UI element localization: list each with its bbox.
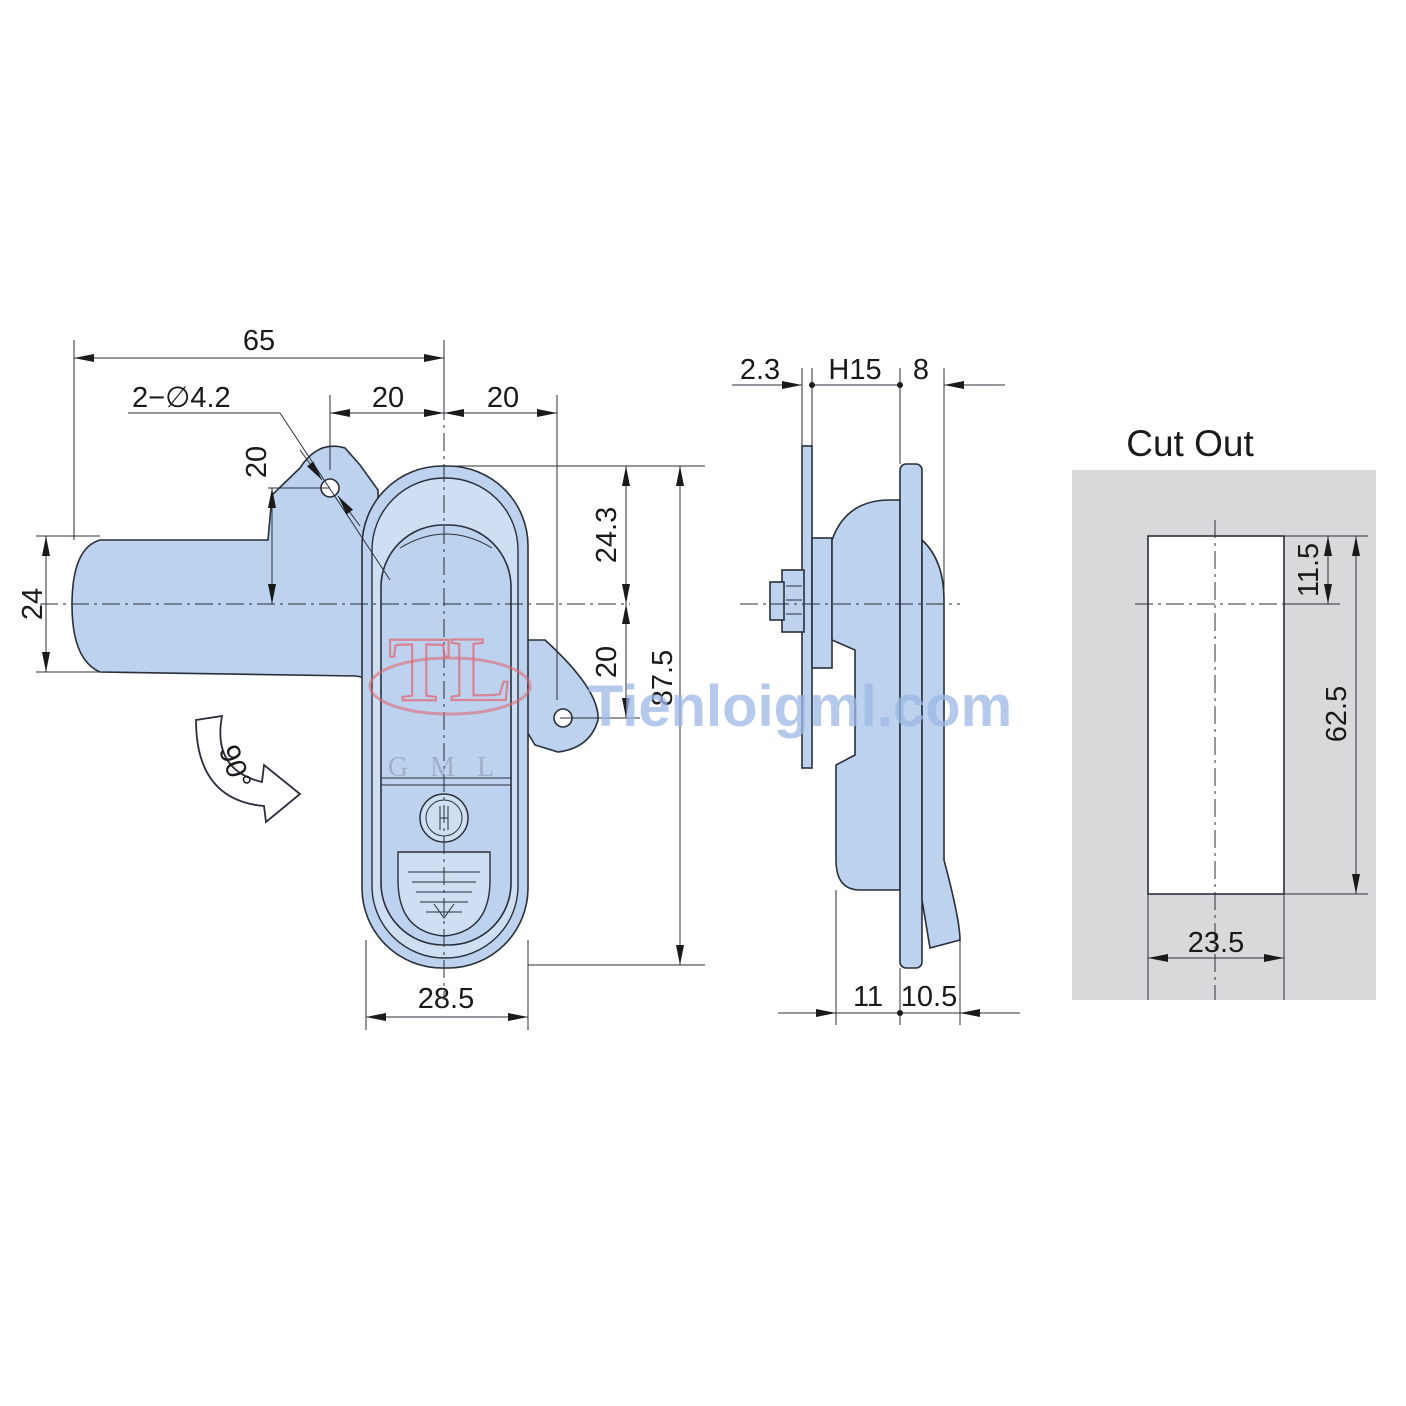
cut-out-title: Cut Out (1126, 423, 1254, 464)
svg-text:TL: TL (389, 618, 512, 720)
dim-overall-width: 65 (243, 325, 275, 357)
dim-cut-offset: 11.5 (1293, 543, 1325, 597)
handle-lever (71, 445, 379, 681)
dim-panel: H15 (828, 354, 881, 386)
dim-left-offset: 20 (372, 382, 404, 414)
dim-total-height: 87.5 (647, 650, 679, 706)
cut-out-hole (1147, 535, 1285, 895)
side-view: 2.3 H15 8 11 10.5 (732, 354, 1020, 1025)
dim-hole-vertical: 20 (241, 446, 273, 478)
dim-right-offset: 20 (487, 382, 519, 414)
dim-cut-width: 23.5 (1188, 927, 1244, 959)
dim-holes: 2−∅4.2 (132, 382, 231, 414)
side-handle (921, 538, 961, 949)
dim-flange: 8 (913, 354, 929, 386)
svg-text:Tienloigml.com: Tienloigml.com (588, 674, 1012, 739)
dim-cut-height: 62.5 (1321, 686, 1353, 742)
watermark-logo: TL GML Tienloigml.com (368, 617, 1012, 783)
dim-handle-height: 24 (17, 588, 49, 620)
dim-depth: 11 (853, 981, 883, 1013)
dim-front: 10.5 (901, 981, 957, 1013)
dim-body-width: 28.5 (418, 983, 474, 1015)
svg-text:GML: GML (388, 752, 516, 783)
dim-lower-hole: 20 (591, 646, 623, 678)
rotation-arrow-icon (195, 714, 302, 824)
dim-upper: 24.3 (591, 507, 623, 563)
lock-inner-slot (380, 524, 512, 946)
side-housing (831, 499, 901, 891)
front-view: 65 2−∅4.2 20 20 20 24 24.3 20 87.5 28.5 … (17, 325, 705, 1030)
hinge-tab (519, 639, 599, 753)
cut-out-view: Cut Out 11.5 62.5 23.5 (1072, 423, 1376, 1000)
dim-plate: 2.3 (740, 354, 780, 386)
